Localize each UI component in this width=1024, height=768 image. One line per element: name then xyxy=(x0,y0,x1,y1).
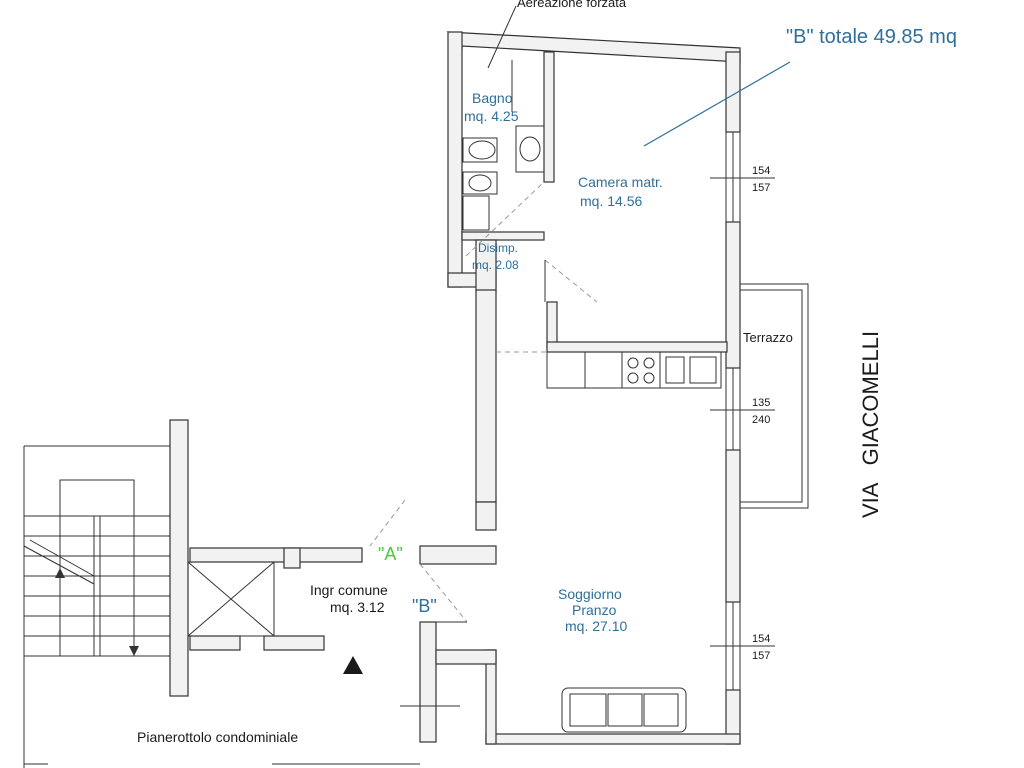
window-2-bottom: 240 xyxy=(752,414,770,426)
stairs-down-arrow-icon xyxy=(129,646,139,656)
entrance-marker-icon xyxy=(343,656,363,674)
ventilation-label: Aereazione forzata xyxy=(517,0,627,10)
window-3-top: 154 xyxy=(752,633,770,645)
pianerottolo-name: Pianerottolo condominiale xyxy=(137,729,298,745)
camera-area: mq. 14.56 xyxy=(580,193,642,209)
bathroom-fixtures xyxy=(462,60,545,257)
apartment-walls xyxy=(169,31,741,745)
ingresso-name: Ingr comune xyxy=(310,582,388,598)
bagno-area: mq. 4.25 xyxy=(464,108,519,124)
sofa xyxy=(561,687,687,733)
windows xyxy=(725,131,741,691)
elevator xyxy=(187,561,275,637)
bagno-name: Bagno xyxy=(472,90,513,106)
total-area-label: "B" totale 49.85 mq xyxy=(786,26,957,48)
window-3-bottom: 157 xyxy=(752,650,770,662)
door-swings xyxy=(369,259,598,623)
staircase xyxy=(23,445,420,768)
window-dimensions: 154 157 135 240 154 157 xyxy=(710,165,775,662)
total-leader xyxy=(643,61,791,147)
disimp-name: Disimp. xyxy=(478,241,518,255)
ventilation-leader xyxy=(487,5,517,69)
stairs-up-arrow-icon xyxy=(55,568,65,578)
window-1-top: 154 xyxy=(752,165,770,177)
terrace xyxy=(740,283,809,509)
kitchen-counter xyxy=(546,351,722,389)
soggiorno-name: Soggiorno xyxy=(558,586,622,602)
camera-name: Camera matr. xyxy=(578,174,663,190)
unit-a-label: "A" xyxy=(378,544,403,564)
ingresso-area: mq. 3.12 xyxy=(330,599,385,615)
disimp-area: mq. 2.08 xyxy=(472,258,519,272)
terrazzo-name: Terrazzo xyxy=(743,330,793,345)
soggiorno-area: mq. 27.10 xyxy=(565,618,627,634)
unit-b-label: "B" xyxy=(412,596,437,616)
window-2-top: 135 xyxy=(752,397,770,409)
pranzo-name: Pranzo xyxy=(572,602,617,618)
window-1-bottom: 157 xyxy=(752,182,770,194)
street-label: VIA GIACOMELLI xyxy=(858,331,883,518)
